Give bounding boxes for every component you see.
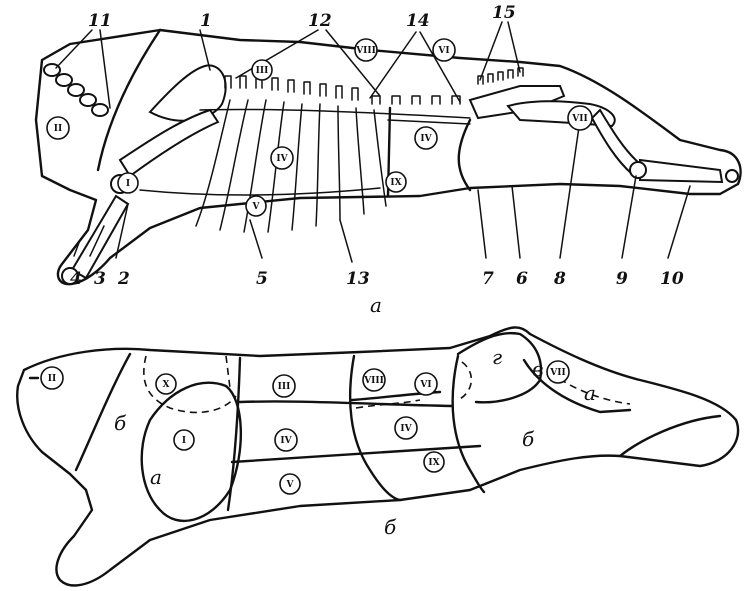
bottom-cut-III: III	[273, 375, 295, 397]
region-letter-b-belly: б	[384, 515, 397, 539]
bottom-cut-IV-a: IV	[275, 429, 297, 451]
svg-text:IV: IV	[280, 436, 292, 446]
top-cut-VIII: VIII	[355, 39, 377, 61]
svg-text:VI: VI	[437, 46, 449, 56]
region-letter-v-hind: в	[532, 357, 544, 381]
region-letter-b-neck: б	[114, 411, 127, 435]
svg-text:IV: IV	[400, 424, 412, 434]
bottom-cut-II: II	[41, 367, 63, 389]
svg-text:VIII: VIII	[363, 376, 384, 386]
bone-label-6: 6	[516, 269, 528, 289]
top-carcass-skeleton	[36, 22, 741, 284]
svg-text:III: III	[278, 382, 291, 392]
region-letter-b-hind: б	[522, 427, 535, 451]
bottom-cut-V: V	[280, 474, 300, 494]
bone-label-1: 1	[200, 11, 212, 31]
rump-division	[459, 120, 470, 190]
bone-label-10: 10	[660, 269, 684, 289]
bottom-carcass-outline	[17, 327, 738, 585]
bone-label-14: 14	[406, 11, 430, 31]
shoulder-blade-bone	[150, 65, 226, 120]
svg-text:X: X	[163, 380, 170, 390]
svg-text:VII: VII	[571, 114, 587, 124]
bottom-cut-IX: IX	[424, 452, 444, 472]
svg-text:I: I	[182, 436, 186, 446]
bone-label-9: 9	[616, 269, 628, 289]
svg-text:VIII: VIII	[355, 46, 376, 56]
region-letter-g-rump: г	[492, 345, 502, 369]
top-cut-II: II	[47, 117, 69, 139]
top-cut-V: V	[246, 196, 266, 216]
region-letter-a-hind: а	[584, 381, 596, 405]
ribs	[196, 100, 386, 232]
bone-label-8: 8	[553, 269, 566, 289]
bone-label-15: 15	[492, 3, 516, 23]
svg-text:IX: IX	[390, 178, 401, 188]
bottom-carcass-cuts	[17, 327, 738, 585]
bone-label-2: 2	[117, 269, 130, 289]
hock-line	[620, 416, 720, 456]
x-region-top-dashed	[226, 356, 230, 388]
loin-line	[388, 120, 470, 124]
svg-text:VII: VII	[549, 368, 565, 378]
top-cut-IV-a: IV	[271, 147, 293, 169]
hind-shank-bone	[640, 160, 722, 182]
loin-upper-line	[240, 401, 452, 406]
bone-label-7: 7	[482, 269, 494, 289]
rump-dashed	[458, 362, 471, 400]
bottom-cut-VI: VI	[415, 373, 437, 395]
svg-text:V: V	[286, 480, 295, 490]
bottom-cut-I: I	[174, 430, 194, 450]
region-letter-a-shoulder: а	[150, 465, 162, 489]
svg-text:IV: IV	[276, 154, 288, 164]
hind-hoof-joint	[726, 170, 738, 182]
svg-text:VI: VI	[419, 380, 431, 390]
hind-section-line	[453, 356, 484, 492]
neck-vertebrae	[44, 64, 108, 116]
hock-joint	[630, 162, 646, 178]
back-line	[200, 109, 470, 118]
svg-text:V: V	[252, 202, 261, 212]
svg-text:IV: IV	[420, 134, 432, 144]
bone-label-11: 11	[88, 11, 112, 31]
svg-text:III: III	[256, 66, 269, 76]
top-cut-VII: VII	[568, 106, 592, 130]
bottom-cut-X: X	[156, 374, 176, 394]
top-figure-caption: а	[370, 293, 382, 317]
svg-text:II: II	[48, 374, 56, 384]
bottom-cut-VIII: VIII	[363, 369, 385, 391]
top-cut-IV-b: IV	[415, 127, 437, 149]
sternum-line	[140, 188, 380, 195]
bottom-cut-IV-b: IV	[395, 417, 417, 439]
bone-label-13: 13	[346, 269, 370, 289]
bone-label-12: 12	[308, 11, 332, 31]
bone-label-5: 5	[256, 269, 268, 289]
foreleg-bone	[72, 196, 128, 278]
top-cut-I: I	[118, 173, 138, 193]
top-cut-VI: VI	[433, 39, 455, 61]
svg-text:II: II	[54, 124, 62, 134]
bottom-cut-VII: VII	[547, 361, 569, 383]
top-cut-IX: IX	[386, 172, 406, 192]
top-cut-III: III	[252, 60, 272, 80]
bone-label-4: 4	[70, 269, 82, 289]
svg-text:IX: IX	[428, 458, 439, 468]
chuck-oval	[142, 383, 241, 521]
svg-text:I: I	[126, 179, 130, 189]
bone-label-3: 3	[94, 269, 106, 289]
